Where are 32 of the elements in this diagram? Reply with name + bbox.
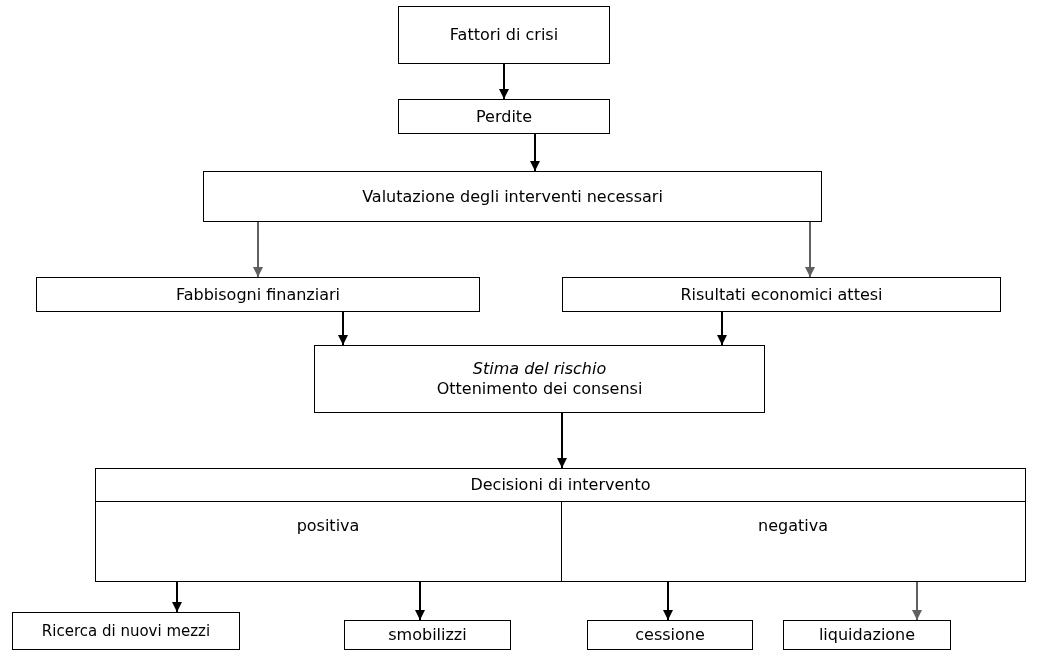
process-box (783, 620, 951, 650)
process-box (398, 6, 610, 64)
arrow (499, 63, 509, 100)
node-text: Valutazione degli interventi necessari (362, 186, 663, 207)
node-text: cessione (635, 625, 705, 645)
arrow (530, 133, 540, 172)
process-box (12, 612, 240, 650)
node-text: positiva (296, 516, 360, 536)
node-text: Decisioni di intervento (470, 474, 651, 495)
node-text: Ricerca di nuovi mezzi (41, 622, 211, 640)
arrow (338, 311, 348, 346)
node-text: Risultati economici attesi (680, 284, 883, 305)
node-text: Ottenimento dei consensi (436, 379, 643, 399)
node-text: Perdite (476, 106, 532, 127)
arrow (805, 221, 815, 278)
node-text: liquidazione (818, 625, 916, 645)
decision-table (95, 468, 1026, 582)
process-box (562, 277, 1001, 312)
process-box (344, 620, 511, 650)
process-box (314, 345, 765, 413)
process-box (36, 277, 480, 312)
process-box (203, 171, 822, 222)
node-text: Fattori di crisi (449, 25, 559, 45)
node-text: Fabbisogni finanziari (175, 284, 341, 305)
process-box (587, 620, 753, 650)
node-text: negativa (758, 516, 828, 536)
process-box (398, 99, 610, 134)
arrow (717, 311, 727, 346)
arrow (253, 221, 263, 278)
arrow (557, 412, 567, 469)
italic-heading: Stima del rischio (472, 359, 607, 379)
node-text: smobilizzi (388, 625, 467, 645)
